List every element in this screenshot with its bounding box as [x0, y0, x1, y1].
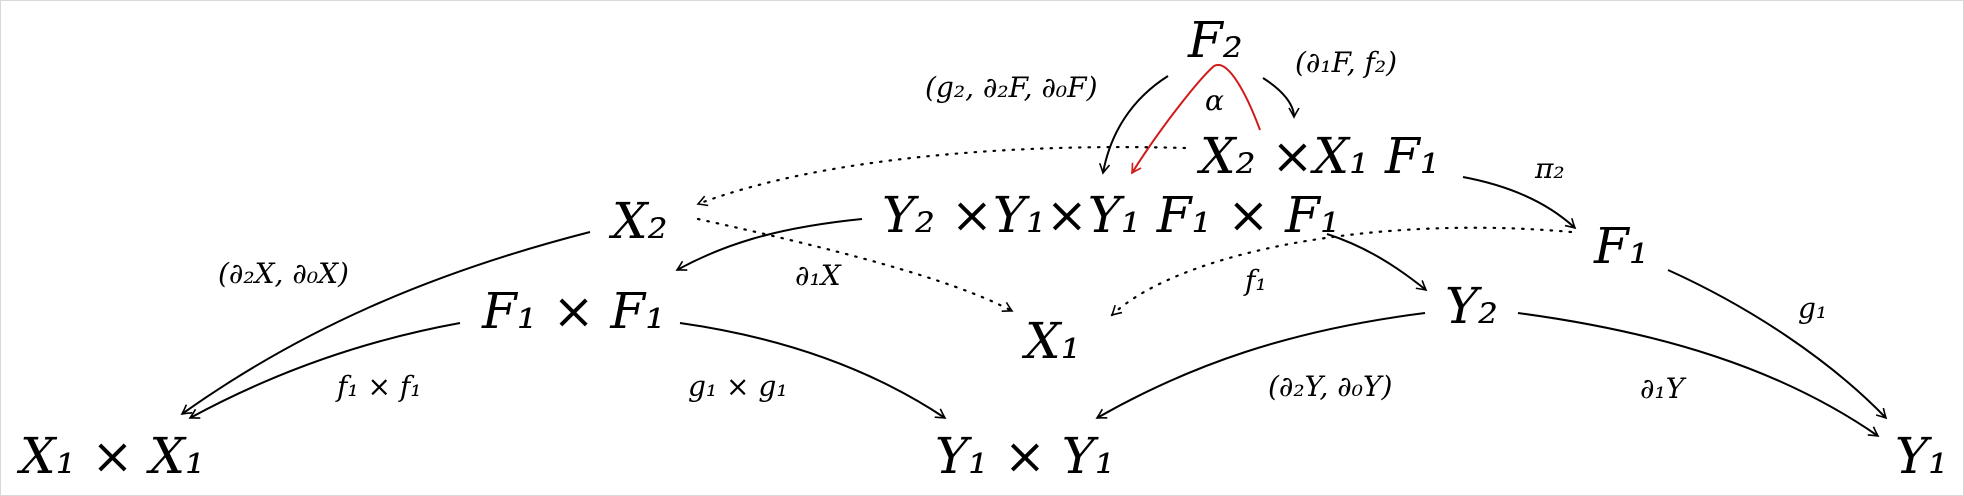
object-y2-pullback-f1xf1: Y₂ ×Y₁×Y₁ F₁ × F₁	[882, 186, 1340, 244]
label-d2y-d0y: (∂₂Y, ∂₀Y)	[1268, 370, 1392, 403]
label-g1: g₁	[1798, 292, 1827, 325]
arrow-pullback-to-f1xf1	[675, 218, 863, 271]
object-y1: Y₁	[1895, 427, 1948, 485]
two-cell-alpha-arrow	[1131, 63, 1261, 175]
arrow-pullback-to-y2	[1326, 233, 1428, 292]
object-x2: X₂	[608, 192, 668, 250]
arrow-g1	[1667, 269, 1888, 420]
label-f1xf1: f₁ × f₁	[335, 370, 421, 403]
arrow-d2y-d0y	[1095, 312, 1426, 419]
label-pi2: π₂	[1534, 152, 1565, 185]
object-f1-right: F₁	[1593, 217, 1649, 275]
object-y1xy1: Y₁ × Y₁	[935, 427, 1115, 485]
label-f1: f₁	[1243, 264, 1267, 297]
label-d1f-f2: (∂₁F, f₂)	[1295, 46, 1397, 79]
arrow-pullback-to-x2-dotted	[696, 145, 1187, 207]
label-d1y: ∂₁Y	[1640, 372, 1687, 405]
label-g2-d2f-d0f: (g₂, ∂₂F, ∂₀F)	[925, 71, 1098, 104]
arrow-f1-dotted	[1110, 226, 1573, 317]
label-g1xg1: g₁ × g₁	[688, 370, 788, 403]
label-alpha: α	[1205, 84, 1224, 117]
arrow-d1y	[1517, 312, 1880, 438]
label-d1x: ∂₁X	[795, 259, 842, 292]
object-x2-pullback-f1: X₂ ×X₁ F₁	[1196, 127, 1440, 185]
object-x1: X₁	[1021, 312, 1081, 370]
object-y2: Y₂	[1445, 277, 1498, 335]
label-d2x-d0x: (∂₂X, ∂₀X)	[218, 257, 349, 290]
arrow-d2x-d0x	[180, 231, 591, 416]
arrow-g1xg1	[679, 322, 947, 419]
arrow-f1xf1	[188, 322, 461, 419]
arrow-f2-to-y2-pullback	[1098, 75, 1169, 175]
arrow-f2-to-x2-pullback	[1262, 77, 1300, 119]
arrow-pi2	[1462, 176, 1577, 230]
object-x1xx1: X₁ × X₁	[16, 427, 205, 485]
object-f1xf1: F₁ × F₁	[481, 282, 665, 340]
object-f2: F₂	[1187, 11, 1243, 69]
